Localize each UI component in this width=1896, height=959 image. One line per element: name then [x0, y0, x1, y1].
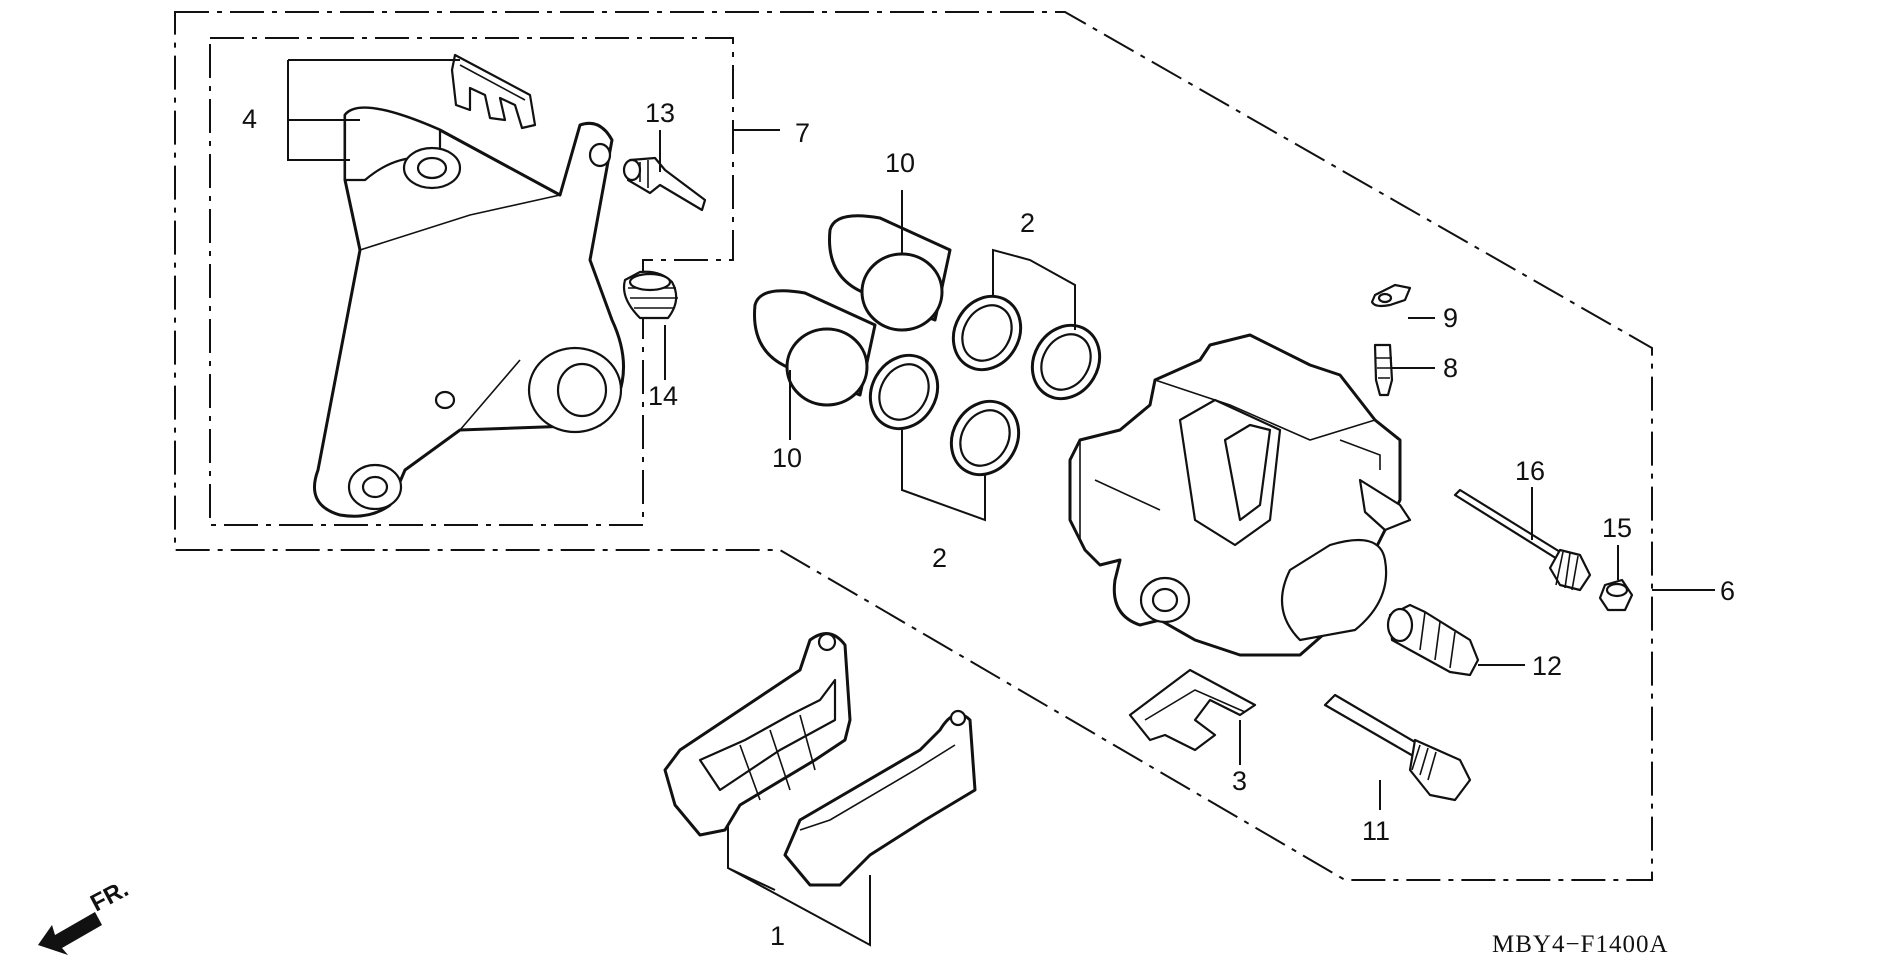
leader-4: [287, 59, 460, 161]
leader-2-lower: [901, 430, 986, 522]
front-direction-marker: FR.: [38, 875, 133, 955]
part-label-2-lower: 2: [932, 543, 947, 573]
bleeder-valve: [1373, 343, 1394, 397]
pad-pin-plug: [1598, 578, 1634, 612]
pad-pin: [1453, 488, 1592, 592]
caliper-bracket: [313, 106, 625, 518]
front-direction-label: FR.: [86, 875, 133, 917]
part-label-10-upper: 10: [885, 148, 915, 178]
leader-1: [727, 825, 871, 947]
part-label-14: 14: [648, 381, 678, 411]
caliper-assembly-outline: [174, 11, 1653, 881]
caliper-pin-boot: [1386, 603, 1480, 677]
pin-boot: [622, 270, 678, 320]
caliper-pin-bolt: [1323, 693, 1472, 802]
piston-seal-set: [868, 294, 1102, 477]
part-label-16: 16: [1515, 456, 1545, 486]
part-label-10-lower: 10: [772, 443, 802, 473]
bracket-pad-spring: [450, 53, 537, 130]
brake-pad-front: [663, 632, 852, 837]
part-label-9: 9: [1443, 303, 1458, 333]
part-label-8: 8: [1443, 353, 1458, 383]
bracket-pin-bolt: [622, 156, 707, 212]
part-label-2-upper: 2: [1020, 208, 1035, 238]
caliper-pad-spring: [1128, 668, 1257, 752]
part-label-6: 6: [1720, 576, 1735, 606]
part-label-13: 13: [645, 98, 675, 128]
bleeder-cap: [1370, 283, 1412, 308]
part-label-3: 3: [1232, 766, 1247, 796]
part-label-7: 7: [795, 118, 810, 148]
part-label-11: 11: [1362, 816, 1390, 846]
front-arrow-icon: [38, 912, 102, 955]
leader-2-upper: [992, 248, 1076, 330]
piston-lower: [753, 289, 877, 407]
part-label-4: 4: [242, 104, 257, 134]
part-label-1: 1: [770, 921, 785, 951]
caliper-body: [1068, 333, 1412, 657]
brake-pad-rear: [783, 709, 977, 887]
diagram-code: MBY4−F1400A: [1492, 931, 1669, 958]
piston-upper: [828, 214, 952, 332]
part-label-12: 12: [1532, 651, 1562, 681]
bracket-assembly-outline: [209, 37, 734, 526]
part-label-15: 15: [1602, 513, 1632, 543]
